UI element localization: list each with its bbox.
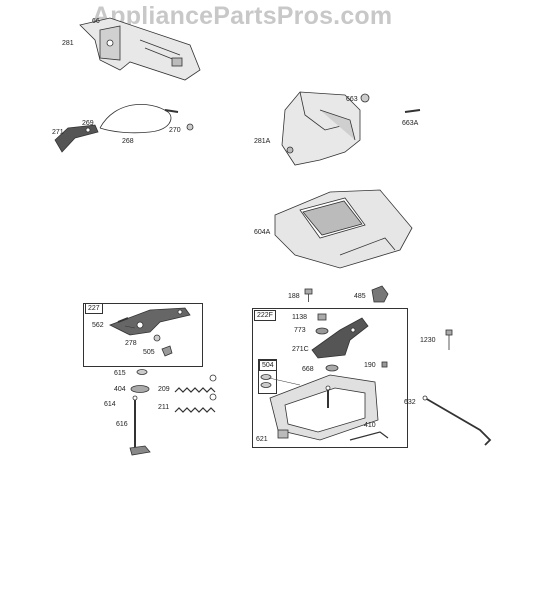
part-209-spring: [174, 374, 217, 393]
group-222f-label: 222F: [254, 310, 276, 321]
label-663: 663: [346, 96, 358, 103]
label-281a: 281A: [254, 138, 271, 145]
label-616: 616: [116, 421, 128, 428]
label-269: 269: [82, 120, 94, 127]
part-615-404-washers: [130, 369, 150, 393]
label-188: 188: [288, 293, 300, 300]
label-404: 404: [114, 386, 126, 393]
label-410: 410: [364, 422, 376, 429]
label-268: 268: [122, 138, 134, 145]
part-604a-panel: [274, 189, 413, 269]
label-614: 614: [104, 401, 116, 408]
part-485-clip: [371, 285, 389, 303]
label-270: 270: [169, 127, 181, 134]
label-663a: 663A: [402, 120, 419, 127]
group-222f-frame: [252, 308, 408, 448]
part-188-bolt: [304, 288, 313, 302]
label-604a: 604A: [254, 229, 271, 236]
part-504-washers: [260, 374, 272, 388]
part-268-cable: [99, 103, 194, 134]
part-1138-773-nut: [315, 313, 329, 335]
watermark: AppliancePartsPros.com: [92, 2, 393, 30]
label-1230: 1230: [420, 337, 436, 344]
label-209: 209: [158, 386, 170, 393]
part-616-lever: [129, 395, 151, 456]
part-271-lever: [54, 124, 99, 153]
label-190: 190: [364, 362, 376, 369]
part-227-assembly: [109, 307, 191, 357]
part-621-base: [269, 374, 379, 441]
part-281-bracket: [79, 17, 201, 81]
label-621: 621: [256, 436, 268, 443]
label-281: 281: [62, 40, 74, 47]
label-271: 271: [52, 129, 64, 136]
group-227-label: 227: [85, 303, 103, 314]
part-632-rod: [422, 395, 492, 446]
label-562: 562: [92, 322, 104, 329]
label-615: 615: [114, 370, 126, 377]
label-271c: 271C: [292, 346, 309, 353]
part-1230-screw: [445, 329, 453, 350]
part-410-wire: [349, 431, 389, 441]
label-66: 66: [92, 18, 100, 25]
label-505: 505: [143, 349, 155, 356]
label-278: 278: [125, 340, 137, 347]
part-281a-shroud: [281, 91, 421, 166]
part-211-spring: [174, 393, 217, 413]
label-773: 773: [294, 327, 306, 334]
group-504-label: 504: [259, 360, 277, 371]
label-668: 668: [302, 366, 314, 373]
group-504-frame: [258, 359, 277, 394]
label-1138: 1138: [292, 314, 308, 321]
label-485: 485: [354, 293, 366, 300]
label-632: 632: [404, 399, 416, 406]
group-227-frame: [83, 303, 203, 367]
part-271c-bracket: [311, 317, 369, 359]
part-668-190: [325, 361, 388, 372]
label-211: 211: [158, 404, 170, 411]
